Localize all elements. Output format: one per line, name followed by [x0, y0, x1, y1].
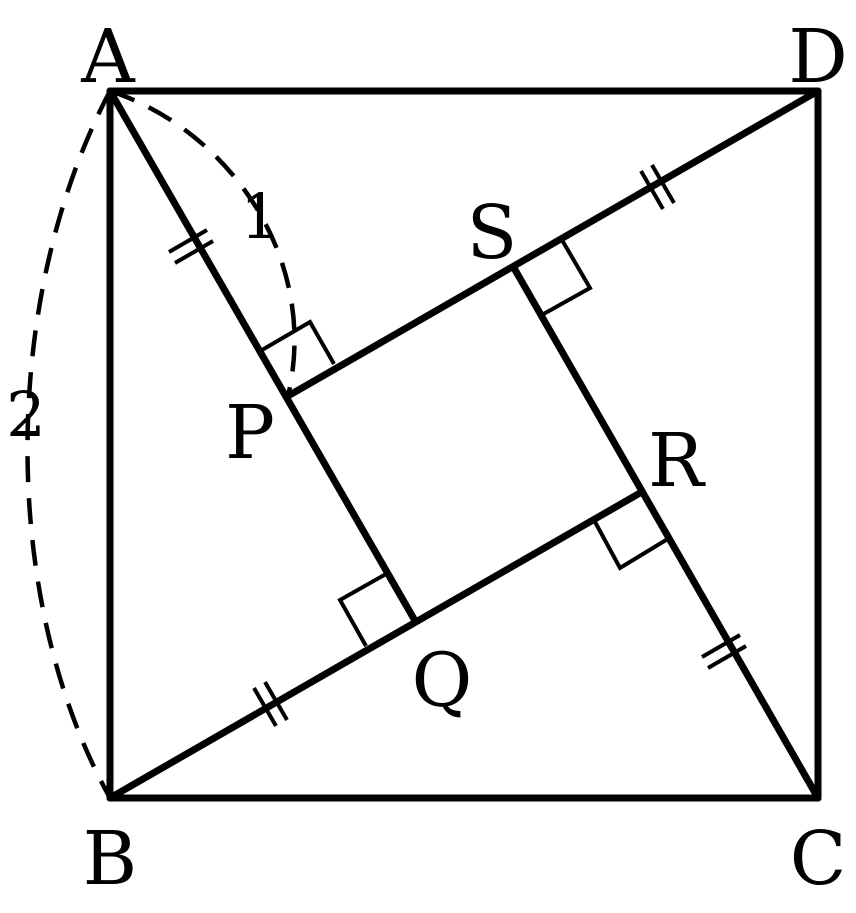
label-c: C: [790, 816, 847, 902]
square-abcd: [106, 87, 822, 802]
tick-mark-cr: [700, 633, 748, 670]
segment-aq: [106, 87, 418, 623]
measure-label-ab: 2: [6, 378, 45, 451]
dimension-arcs: [25, 88, 297, 800]
right-angle-marker-r: [592, 519, 668, 571]
equal-tick-marks: [167, 163, 748, 728]
internal-segments: [106, 87, 822, 802]
tick-mark-bq: [252, 680, 289, 728]
segment-dp: [284, 87, 822, 400]
right-angle-marker-s: [539, 238, 593, 318]
label-d: D: [788, 14, 847, 100]
vertex-labels: A D B C P Q R S: [80, 14, 847, 902]
right-angle-marker-q: [337, 572, 387, 647]
measure-labels: 1 2: [6, 180, 279, 451]
label-a: A: [80, 14, 136, 100]
dimension-arc-ab: [25, 89, 112, 800]
label-s: S: [467, 190, 518, 276]
dimension-arc-ap: [109, 88, 297, 397]
tick-mark-ds: [639, 163, 676, 211]
label-r: R: [648, 418, 706, 504]
tick-mark-ap: [167, 228, 215, 265]
segment-br: [106, 489, 644, 802]
label-q: Q: [412, 638, 473, 724]
right-angle-markers: [260, 238, 668, 647]
segment-cs: [510, 264, 822, 802]
label-p: P: [225, 390, 275, 476]
right-angle-marker-p: [260, 319, 336, 365]
label-b: B: [83, 816, 137, 902]
measure-label-ap: 1: [240, 180, 279, 253]
